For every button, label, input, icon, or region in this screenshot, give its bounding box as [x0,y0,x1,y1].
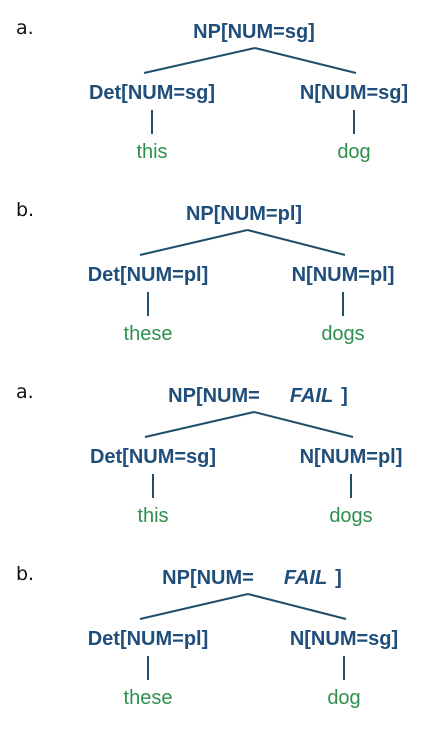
left-leaf-word: these [124,687,173,709]
tree-4: b. NP[NUM= FAIL] Det[NUM=pl] N[NUM=sg] these d… [16,563,398,709]
left-category-node: Det[NUM=sg] [90,446,216,468]
tree-1: a. NP[NUM=sg] Det[NUM=sg] N[NUM=sg] this dog [16,17,408,163]
right-category-node: N[NUM=sg] [290,628,398,650]
tree-item-label: a. [16,381,34,403]
right-leaf-word: dogs [329,505,372,527]
left-category-node: Det[NUM=pl] [88,628,209,650]
left-leaf-word: these [124,323,173,345]
edge-root-left [143,47,256,74]
right-leaf-word: dog [337,141,370,163]
edge-root-right [247,593,347,620]
root-node-suffix: ] [335,567,342,589]
edge-root-right [253,411,354,438]
edge-root-right [247,229,346,256]
left-category-node: Det[NUM=pl] [88,264,209,286]
edge-root-right [254,47,357,74]
edge-root-left [139,229,248,256]
root-node-prefix: NP[NUM= [162,567,254,589]
edge-root-left [139,593,249,620]
root-node: NP[NUM= FAIL] [168,385,348,407]
left-leaf-word: this [137,505,168,527]
root-node-fail: FAIL [284,567,327,589]
root-node-suffix: ] [341,385,348,407]
right-leaf-word: dog [327,687,360,709]
root-node: NP[NUM= FAIL] [162,567,342,589]
tree-3: a. NP[NUM= FAIL] Det[NUM=sg] N[NUM=pl] this do… [16,381,402,527]
root-node-fail: FAIL [290,385,333,407]
root-node-prefix: NP[NUM=pl] [186,203,302,225]
left-category-node: Det[NUM=sg] [89,82,215,104]
right-leaf-word: dogs [321,323,364,345]
right-category-node: N[NUM=pl] [300,446,403,468]
root-node: NP[NUM=sg] [193,21,315,43]
right-category-node: N[NUM=pl] [292,264,395,286]
tree-item-label: b. [16,563,34,585]
tree-item-label: b. [16,199,34,221]
right-category-node: N[NUM=sg] [300,82,408,104]
root-node-prefix: NP[NUM=sg] [193,21,315,43]
tree-2: b. NP[NUM=pl] Det[NUM=pl] N[NUM=pl] these dog… [16,199,394,345]
root-node-prefix: NP[NUM= [168,385,260,407]
tree-item-label: a. [16,17,34,39]
root-node: NP[NUM=pl] [186,203,302,225]
left-leaf-word: this [136,141,167,163]
edge-root-left [144,411,255,438]
